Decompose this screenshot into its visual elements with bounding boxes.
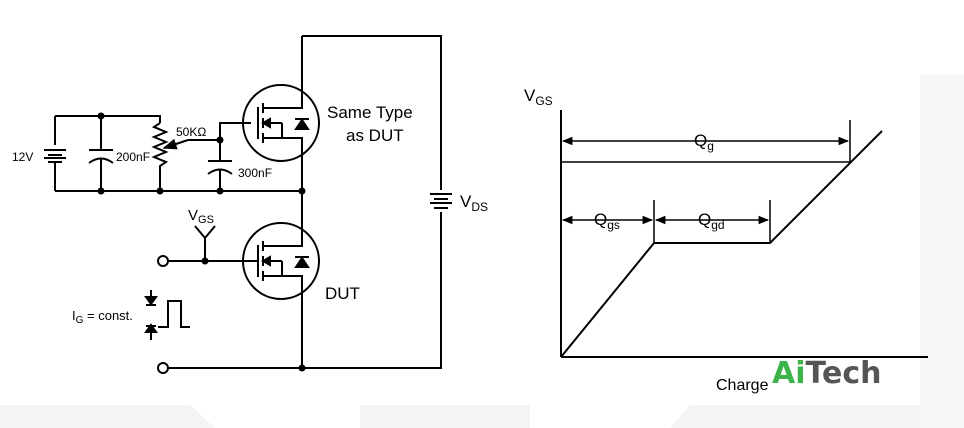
cap-200nf-label: 200nF <box>116 150 150 164</box>
vds-loop-wire <box>302 35 442 369</box>
circuit-diagram <box>44 35 452 374</box>
potentiometer-symbol <box>151 122 189 191</box>
dut-label: DUT <box>325 284 360 303</box>
battery-symbol <box>44 149 66 163</box>
pot-label: 50KΩ <box>176 125 206 139</box>
capacitor-200nf-symbol <box>88 149 114 164</box>
gate-charge-chart <box>560 110 928 358</box>
cap-300nf-label: 300nF <box>238 166 272 180</box>
bias-top-wire <box>55 115 161 123</box>
dut-mosfet-symbol <box>242 222 320 300</box>
x-axis-label: Charge <box>716 377 769 394</box>
gate-current-label: IG = const. <box>72 308 133 326</box>
vds-label: VDS <box>460 192 488 214</box>
background-shapes <box>0 75 964 428</box>
upper-fet-label-line1: Same Type <box>327 103 413 122</box>
qgs-label: Qgs <box>594 210 620 232</box>
chart-labels: VGS Charge Qg Qgs Qgd <box>524 86 769 394</box>
vgs-probe-label: VGS <box>188 207 214 226</box>
y-axis-label: VGS <box>524 86 553 108</box>
qgd-label: Qgd <box>698 210 725 232</box>
vgs-curve <box>560 130 883 358</box>
gate-current-pulse-symbol <box>144 290 190 340</box>
capacitor-300nf-symbol <box>207 160 233 175</box>
battery-label: 12V <box>12 150 33 164</box>
qg-label: Qg <box>694 131 714 153</box>
upper-fet-label-line2: as DUT <box>346 126 404 145</box>
vds-supply-symbol <box>430 190 452 212</box>
vgs-probe-symbol <box>194 225 216 261</box>
circuit-labels: 12V 200nF 50KΩ 300nF Same Type as DUT VG… <box>12 103 488 326</box>
upper-mosfet-symbol <box>242 36 320 191</box>
wiper-to-gate-wire <box>188 122 251 141</box>
watermark-logo: AiTech <box>772 356 881 391</box>
